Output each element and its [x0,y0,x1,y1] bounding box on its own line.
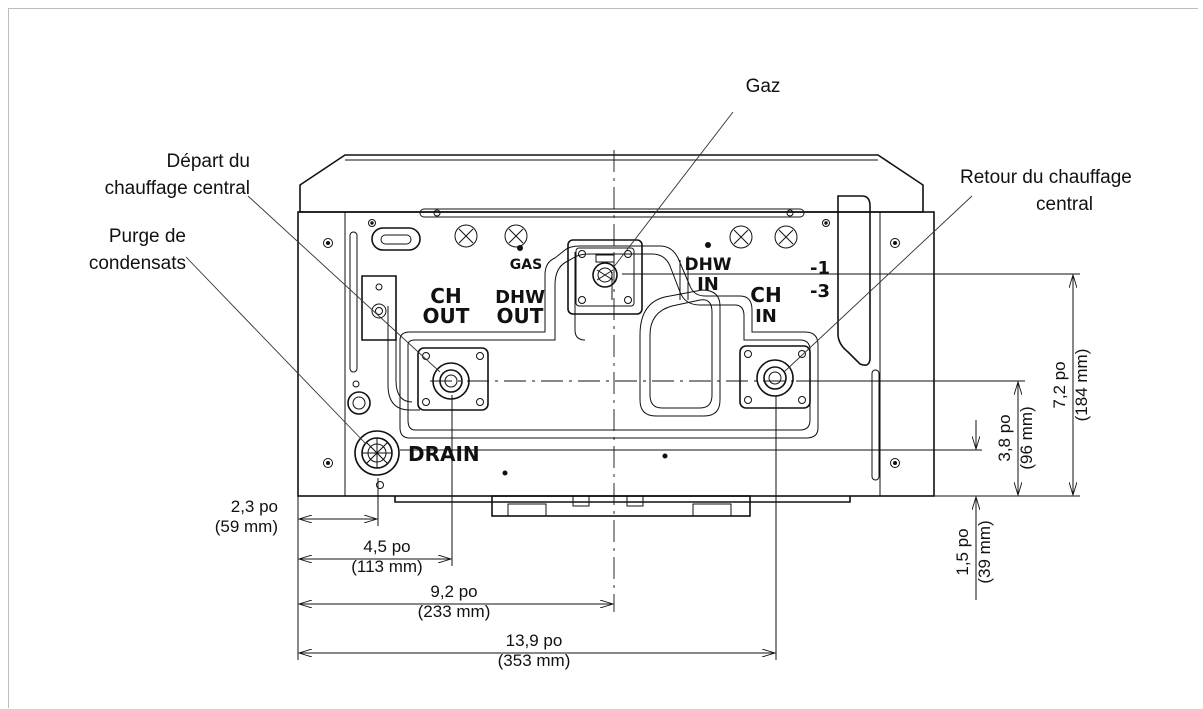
dimension-lines [299,275,1073,653]
label-ch-supply-1: Départ du [167,151,250,172]
extension-lines [297,273,1080,660]
label-ch-supply-2: chauffage central [105,178,250,199]
dim-ch-return-metric: (353 mm) [498,651,571,670]
gas-connection [517,239,711,315]
dim-gas-imperial: 9,2 po [430,582,477,601]
callout-labels: Gaz Départ du chauffage central Purge de… [89,76,1132,274]
dimension-texts: 2,3 po (59 mm) 4,5 po (113 mm) 9,2 po (2… [215,349,1091,670]
marking-model-1: -1 [810,258,830,279]
unit-markings: CH OUT DHW OUT GAS DHW IN CH IN -1 -3 DR… [408,255,830,466]
marking-dhw-out-1: DHW [495,287,545,308]
ch-out-connection [417,347,489,411]
dim-gas-metric: (233 mm) [418,602,491,621]
dim-bottom-ch-metric: (96 mm) [1017,406,1036,469]
gas-marker-dot [517,245,523,251]
marking-ch-in-1: CH [750,283,781,307]
condensate-drain [347,380,668,489]
marking-dhw-out-2: OUT [497,304,544,328]
marking-model-3: -3 [810,281,830,302]
label-ch-return-2: central [1036,194,1093,215]
diagram-frame [8,8,1198,708]
marking-dhw-in-1: DHW [684,255,731,275]
dim-ch-return-imperial: 13,9 po [506,631,563,650]
dim-ch-supply-imperial: 4,5 po [363,537,410,556]
marking-ch-out-2: OUT [423,304,470,328]
marking-gas: GAS [510,257,542,273]
dim-drain-metric: (59 mm) [215,517,278,536]
dim-ch-supply-metric: (113 mm) [351,557,422,576]
dim-bottom-gas-metric: (184 mm) [1072,349,1091,422]
ch-in-connection [739,345,811,409]
label-condensate-2: condensats [89,253,186,274]
label-ch-return-1: Retour du chauffage [960,167,1132,188]
leader-lines [185,111,973,445]
dim-bottom-drain-metric: (39 mm) [975,520,994,583]
marking-ch-out-1: CH [430,284,461,308]
dhw-marker-dot [705,242,711,248]
dim-bottom-drain-imperial: 1,5 po [953,528,972,575]
dim-bottom-ch-imperial: 3,8 po [995,414,1014,461]
label-gas: Gaz [746,76,781,97]
left-small-fitting [361,275,397,341]
marking-ch-in-2: IN [755,306,777,327]
center-lines [430,150,796,612]
dim-drain-imperial: 2,3 po [231,497,278,516]
label-condensate-1: Purge de [109,226,186,247]
dim-bottom-gas-imperial: 7,2 po [1050,361,1069,408]
boiler-housing [297,154,935,517]
marking-drain: DRAIN [408,442,480,466]
marking-dhw-in-2: IN [697,274,719,295]
